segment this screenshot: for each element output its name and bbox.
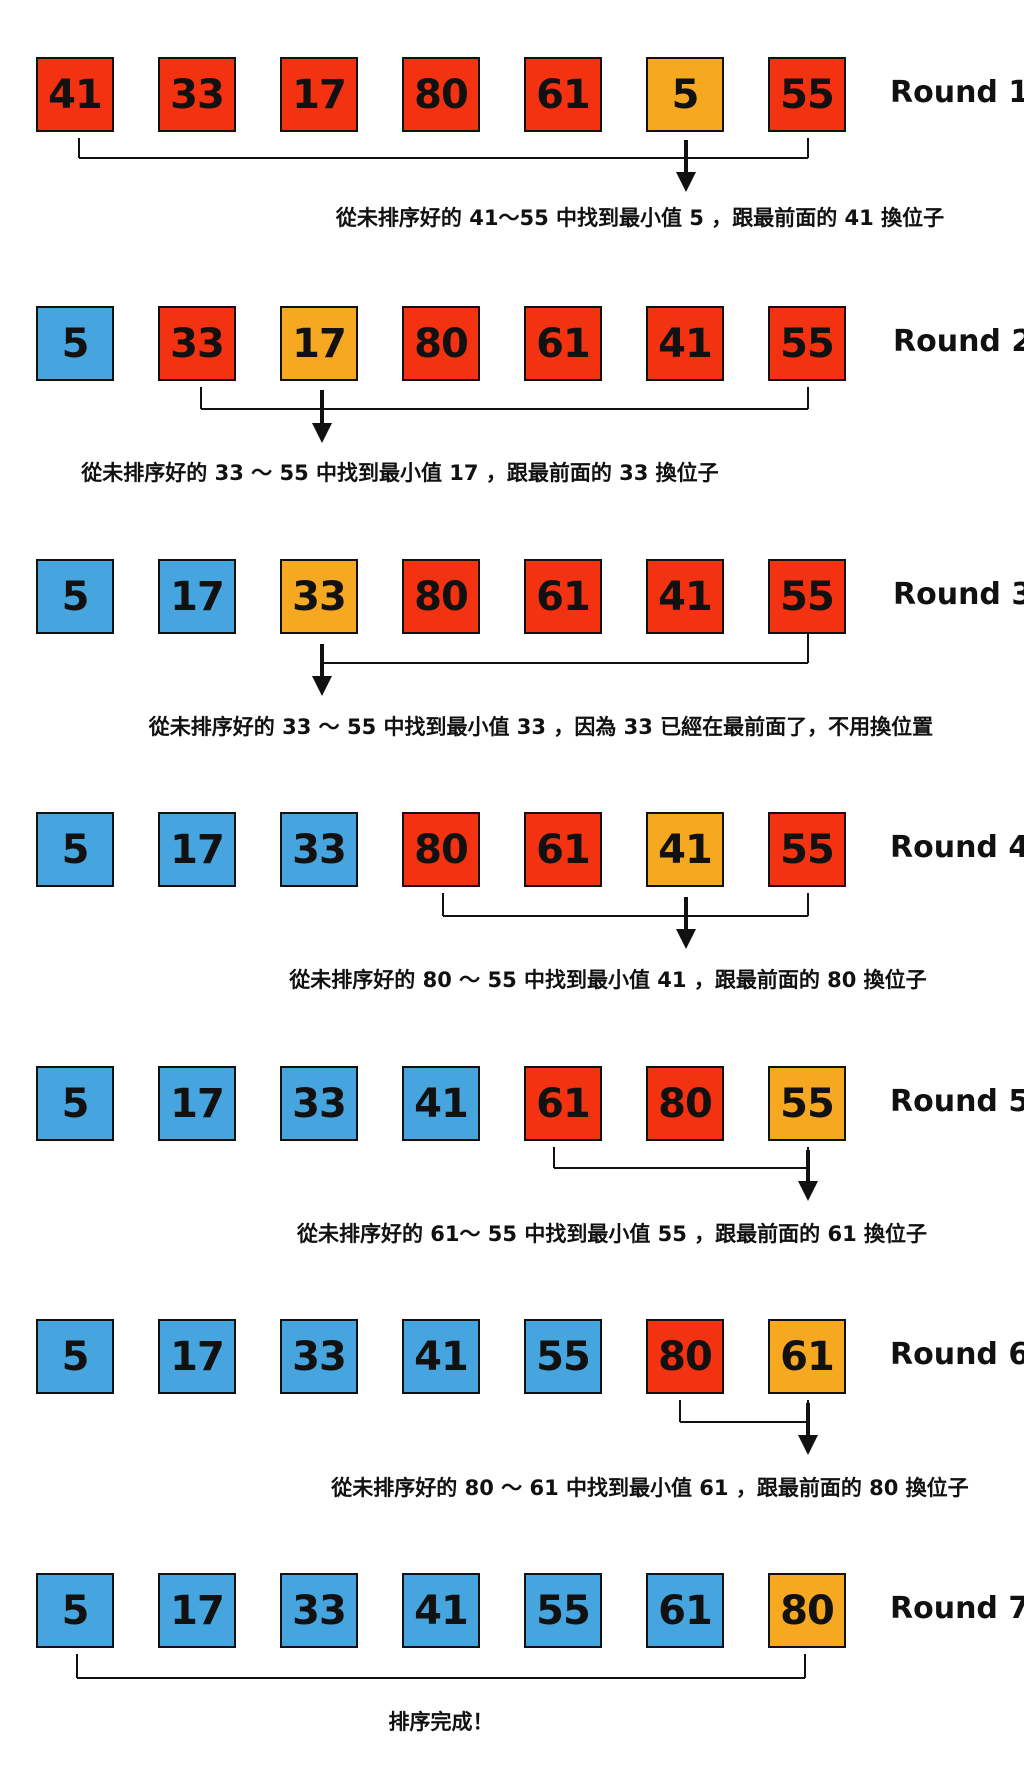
array-cell: 41: [402, 1573, 480, 1648]
array-cell: 55: [768, 1066, 846, 1141]
array-cell: 41: [402, 1319, 480, 1394]
round-note: 從未排序好的 61～ 55 中找到最小值 55 ，跟最前面的 61 換位子: [296, 1222, 928, 1246]
array-cell: 55: [768, 812, 846, 887]
array-cell: 17: [158, 559, 236, 634]
array-cell: 55: [768, 306, 846, 381]
array-cell: 61: [646, 1573, 724, 1648]
round-label: Round 7: [890, 1591, 1024, 1626]
array-cell: 33: [280, 1066, 358, 1141]
array-cell: 41: [646, 306, 724, 381]
array-cell: 61: [524, 1066, 602, 1141]
array-cell: 41: [646, 812, 724, 887]
round-label: Round 5: [890, 1084, 1024, 1119]
round-label: Round 4: [890, 830, 1024, 865]
round-note: 從未排序好的 80 ～ 55 中找到最小值 41 ，跟最前面的 80 換位子: [289, 968, 927, 992]
array-cell: 80: [646, 1319, 724, 1394]
array-cell: 5: [36, 812, 114, 887]
array-cell: 33: [158, 57, 236, 132]
round-label: Round 3: [893, 577, 1024, 612]
array-cell: 80: [768, 1573, 846, 1648]
array-cell: 33: [280, 812, 358, 887]
array-cell: 80: [402, 57, 480, 132]
array-cell: 5: [36, 1066, 114, 1141]
array-cell: 17: [158, 812, 236, 887]
array-cell: 61: [768, 1319, 846, 1394]
array-cell: 17: [158, 1319, 236, 1394]
array-cell: 61: [524, 57, 602, 132]
array-cell: 55: [768, 57, 846, 132]
array-cell: 17: [158, 1573, 236, 1648]
array-cell: 41: [646, 559, 724, 634]
array-cell: 61: [524, 812, 602, 887]
array-cell: 5: [36, 306, 114, 381]
round-label: Round 6: [890, 1337, 1024, 1372]
array-cell: 41: [36, 57, 114, 132]
array-cell: 33: [280, 1319, 358, 1394]
array-cell: 5: [646, 57, 724, 132]
array-cell: 17: [280, 57, 358, 132]
round-note: 從未排序好的 33 ～ 55 中找到最小值 33 ，因為 33 已經在最前面了，…: [148, 715, 934, 739]
round-label: Round 2: [893, 324, 1024, 359]
array-cell: 33: [158, 306, 236, 381]
round-note: 從未排序好的 33 ～ 55 中找到最小值 17 ，跟最前面的 33 換位子: [81, 461, 719, 485]
array-cell: 17: [280, 306, 358, 381]
array-cell: 61: [524, 559, 602, 634]
array-cell: 41: [402, 1066, 480, 1141]
round-label: Round 1: [890, 75, 1024, 110]
array-cell: 55: [524, 1573, 602, 1648]
array-cell: 17: [158, 1066, 236, 1141]
array-cell: 80: [402, 559, 480, 634]
array-cell: 80: [402, 812, 480, 887]
round-note: 從未排序好的 41～55 中找到最小值 5 ，跟最前面的 41 換位子: [335, 206, 945, 230]
array-cell: 5: [36, 1319, 114, 1394]
array-cell: 55: [524, 1319, 602, 1394]
array-cell: 80: [402, 306, 480, 381]
array-cell: 33: [280, 559, 358, 634]
array-cell: 5: [36, 559, 114, 634]
array-cell: 80: [646, 1066, 724, 1141]
round-note: 從未排序好的 80 ～ 61 中找到最小值 61 ，跟最前面的 80 換位子: [331, 1476, 969, 1500]
array-cell: 61: [524, 306, 602, 381]
round-note: 排序完成！: [388, 1710, 494, 1734]
array-cell: 5: [36, 1573, 114, 1648]
array-cell: 33: [280, 1573, 358, 1648]
array-cell: 55: [768, 559, 846, 634]
